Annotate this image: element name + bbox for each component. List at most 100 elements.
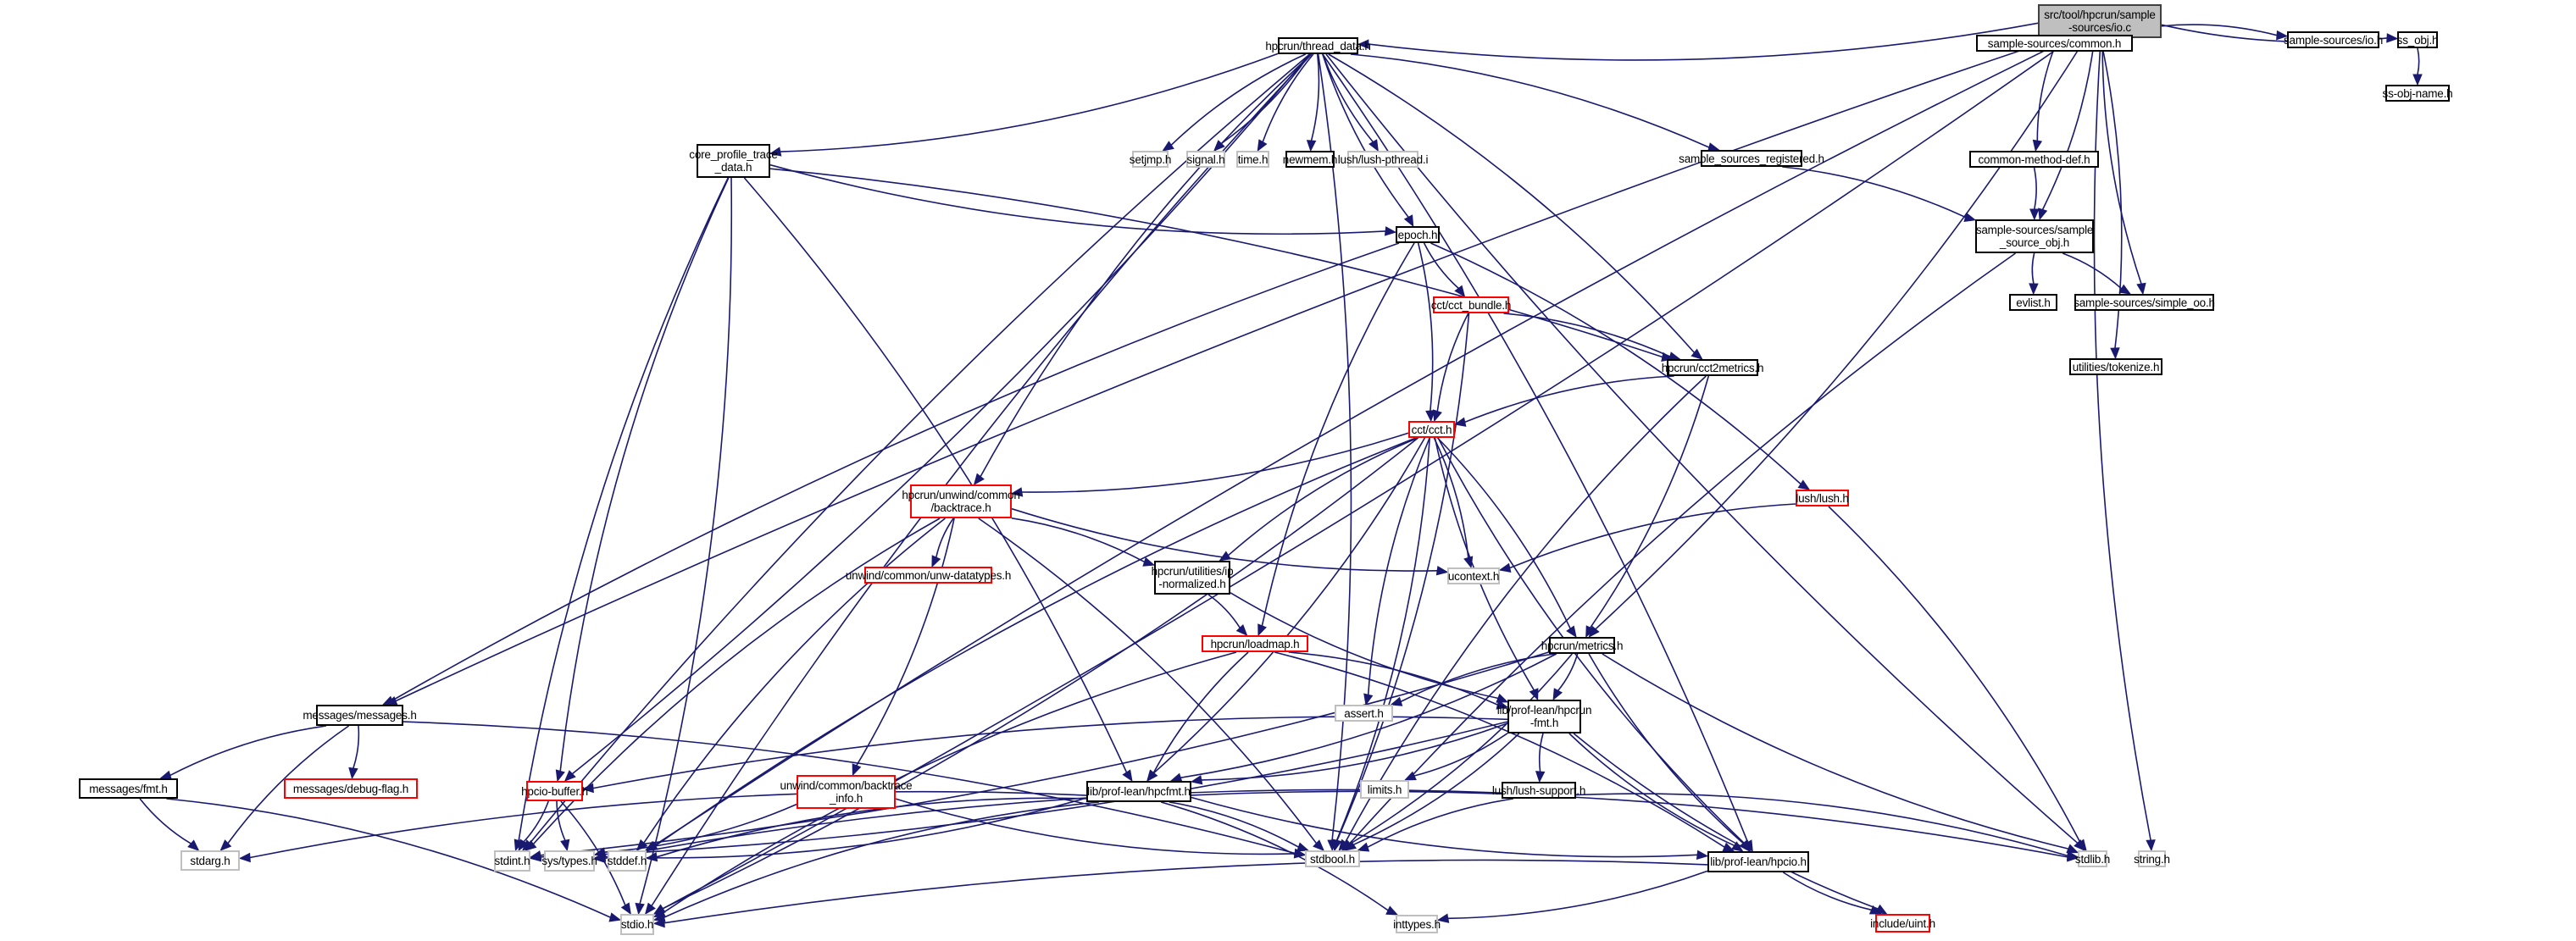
- node-ss-sample-obj[interactable]: sample-sources/sample _source_obj.h: [1975, 219, 2094, 253]
- node-hpcio-buffer[interactable]: hpcio-buffer.h: [521, 781, 588, 801]
- edge-thread_data-to-backtrace: [980, 53, 1313, 477]
- node-inttypes[interactable]: inttypes.h: [1393, 915, 1441, 933]
- node-backtrace[interactable]: hpcrun/unwind/common /backtrace.h: [902, 484, 1020, 518]
- edge-epoch-to-lush: [1430, 242, 1802, 485]
- node-lush[interactable]: lush/lush.h: [1796, 490, 1849, 506]
- node-loadmap[interactable]: hpcrun/loadmap.h: [1202, 635, 1308, 652]
- edge-hpcfmt-to-hpcio: [1191, 796, 1698, 858]
- edge-hpcfmt-to-stdbool: [1169, 801, 1299, 848]
- arrowhead-icon: [652, 917, 665, 928]
- edge-metrics-to-hpcrun_fmt: [1557, 653, 1579, 691]
- edge-io_c-to-simple_oo: [2101, 37, 2142, 285]
- node-setjmp[interactable]: setjmp.h: [1130, 151, 1171, 168]
- node-sys-types[interactable]: sys/types.h: [541, 850, 597, 872]
- node-debug-flag[interactable]: messages/debug-flag.h: [284, 778, 418, 799]
- node-time[interactable]: time.h: [1236, 151, 1269, 168]
- edge-metrics-to-hpcfmt: [1180, 653, 1557, 778]
- node-lush-pthread[interactable]: lush/lush-pthread.i: [1338, 151, 1428, 168]
- edge-hpcrun_fmt-to-hpcio_buffer: [592, 716, 1508, 789]
- edge-loadmap-to-hpcfmt: [1152, 651, 1249, 773]
- edge-hpcio_buffer-to-stdint: [523, 800, 549, 843]
- arrowhead-icon: [560, 839, 570, 852]
- edge-hpcrun_fmt-to-stdint: [540, 721, 1508, 858]
- edge-thread_data-to-time: [1262, 53, 1314, 142]
- arrowhead-icon: [1390, 696, 1403, 706]
- node-ucontext[interactable]: ucontext.h: [1447, 567, 1500, 584]
- edge-metrics-to-stdlib: [1602, 653, 2069, 850]
- edge-hpcfmt-to-inttypes: [1160, 801, 1389, 911]
- arrowhead-icon: [1403, 214, 1414, 228]
- node-cct2metrics[interactable]: hpcrun/cct2metrics.h: [1662, 359, 1763, 376]
- edge-lush-to-stdlib: [1828, 506, 2081, 843]
- node-hpcfmt[interactable]: lib/prof-lean/hpcfmt.h: [1086, 781, 1191, 802]
- edge-msg_fmt-to-stdio: [166, 798, 611, 918]
- node-ss-io[interactable]: sample-sources/io.h: [2284, 31, 2383, 48]
- node-epoch[interactable]: epoch.h: [1396, 226, 1440, 243]
- arrowhead-icon: [238, 852, 251, 863]
- arrowhead-icon: [1357, 39, 1369, 49]
- node-ss-obj-name[interactable]: ss-obj-name.h: [2383, 85, 2453, 102]
- node-metrics[interactable]: hpcrun/metrics.h: [1541, 637, 1623, 654]
- node-bt-info[interactable]: unwind/common/backtrace _info.h: [780, 775, 913, 809]
- arrowhead-icon: [1585, 625, 1596, 639]
- edge-hpcrun_fmt-to-stdbool: [1352, 733, 1520, 846]
- edge-ss_sample_obj-to-stdbool: [1349, 252, 2016, 844]
- node-stdlib[interactable]: stdlib.h: [2075, 850, 2110, 867]
- arrowhead-icon: [2110, 347, 2120, 360]
- edge-thread_data-to-stdbool: [1317, 53, 1352, 841]
- arrowhead-icon: [1190, 775, 1203, 785]
- arrowhead-icon: [1425, 410, 1435, 423]
- edge-cct_bundle-to-cct: [1436, 313, 1469, 412]
- edge-hpcfmt-to-sys_types: [604, 797, 1087, 859]
- node-ip-normalized[interactable]: hpcrun/utilities/ip -normalized.h: [1152, 561, 1234, 595]
- edge-thread_data-to-newmem: [1310, 53, 1320, 141]
- node-stdbool[interactable]: stdbool.h: [1305, 850, 1360, 867]
- node-string[interactable]: string.h: [2134, 850, 2170, 867]
- node-hpcrun-fmt[interactable]: lib/prof-lean/hpcrun -fmt.h: [1497, 700, 1591, 733]
- arrowhead-icon: [2066, 844, 2079, 854]
- node-lush-support[interactable]: lush/lush-support.h: [1492, 782, 1585, 799]
- node-tokenize[interactable]: utilities/tokenize.h: [2069, 358, 2162, 375]
- arrowhead-icon: [1010, 487, 1024, 497]
- node-stdarg[interactable]: stdarg.h: [180, 850, 240, 871]
- node-newmem[interactable]: newmem.h: [1283, 151, 1337, 168]
- node-stdint[interactable]: stdint.h: [494, 850, 530, 872]
- node-hpcio[interactable]: lib/prof-lean/hpcio.h: [1707, 851, 1809, 872]
- node-simple-oo[interactable]: sample-sources/simple_oo.h: [2074, 294, 2215, 311]
- edge-hpcrun_fmt-to-uint: [1573, 733, 1879, 910]
- node-common-method[interactable]: common-method-def.h: [1969, 151, 2099, 168]
- node-assert[interactable]: assert.h: [1335, 705, 1393, 722]
- node-stdio[interactable]: stdio.h: [620, 914, 654, 935]
- edge-thread_data-to-epoch: [1322, 53, 1409, 218]
- node-ss-obj[interactable]: ss_obj.h: [2397, 31, 2439, 48]
- edge-core_profile-to-hpcfmt: [743, 177, 1128, 773]
- arrowhead-icon: [769, 147, 782, 157]
- node-limits[interactable]: limits.h: [1360, 780, 1409, 799]
- node-ss-registered[interactable]: sample_sources_registered.h: [1679, 150, 1824, 167]
- node-io-c[interactable]: src/tool/hpcrun/sample -sources/io.c: [2038, 4, 2162, 38]
- node-evlist[interactable]: evlist.h: [2009, 294, 2057, 311]
- node-core-profile[interactable]: core_profile_trace _data.h: [689, 144, 778, 178]
- arrowhead-icon: [1235, 623, 1248, 636]
- edge-cct-to-backtrace: [1021, 432, 1409, 493]
- node-messages[interactable]: messages/messages.h: [303, 705, 417, 726]
- node-signal[interactable]: signal.h: [1186, 151, 1225, 168]
- arrowhead-icon: [1496, 693, 1509, 703]
- edge-cct_bundle-to-cct2metrics: [1503, 313, 1671, 357]
- arrowhead-icon: [1257, 139, 1268, 152]
- edge-core_profile-to-hpcio_buffer: [559, 177, 730, 772]
- node-cct-bundle[interactable]: cct/cct_bundle.h: [1431, 296, 1511, 313]
- arrowhead-icon: [1435, 566, 1449, 576]
- arrowhead-icon: [2386, 33, 2399, 43]
- edge-backtrace-to-ucontext: [1011, 507, 1438, 572]
- arrowhead-icon: [2029, 283, 2039, 296]
- node-unw-datatypes[interactable]: unwind/common/unw-datatypes.h: [846, 567, 1011, 584]
- node-uint[interactable]: include/uint.h: [1870, 914, 1935, 933]
- node-msg-fmt[interactable]: messages/fmt.h: [79, 778, 178, 799]
- node-cct[interactable]: cct/cct.h: [1408, 421, 1455, 438]
- node-stddef[interactable]: stddef.h: [608, 850, 647, 872]
- node-ss-common[interactable]: sample-sources/common.h: [1976, 35, 2133, 52]
- edge-thread_data-to-stdint: [529, 53, 1311, 844]
- node-thread-data[interactable]: hpcrun/thread_data.h: [1265, 37, 1371, 54]
- edge-hpcfmt-to-stdlib: [1191, 790, 2068, 858]
